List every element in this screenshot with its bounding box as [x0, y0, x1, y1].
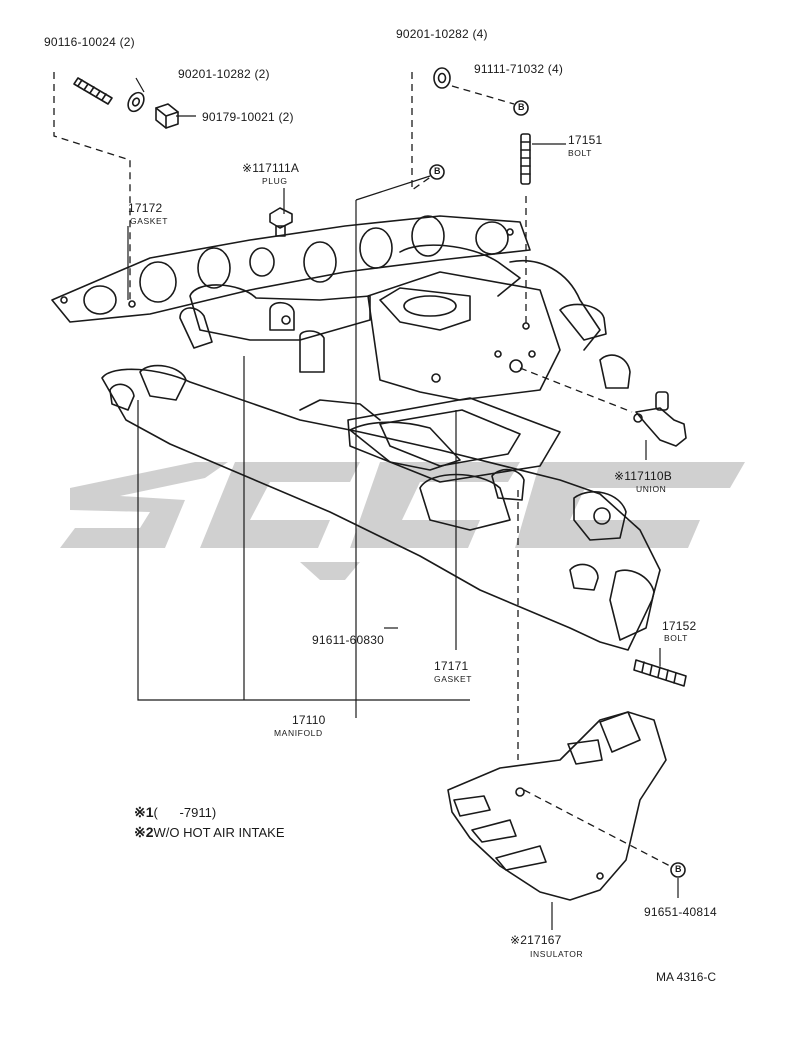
union-part-name: UNION [636, 484, 667, 494]
bolt-top-part-number: 17151 [568, 133, 603, 147]
bolt-top-part-name: BOLT [568, 148, 592, 158]
manifold-part-name: MANIFOLD [274, 728, 323, 738]
washer-top-b-part-number: 91111-71032 (4) [474, 62, 564, 76]
nut-left-part-number: 90179-10021 (2) [202, 110, 294, 124]
plug-part-number: ※117111A [242, 161, 300, 175]
drawing-reference: MA 4316-C [656, 970, 717, 984]
footnote-1-mark: ※1 [134, 804, 154, 820]
hex-nut-icon [155, 103, 179, 129]
explode-lines [53, 72, 671, 867]
callout-b-label: B [518, 102, 526, 112]
footnote-2-text: W/O HOT AIR INTAKE [153, 825, 285, 840]
carb-gasket-part-number: 17171 [434, 659, 469, 673]
insulator-bolt-part-number: 91651-40814 [644, 905, 717, 919]
washer-top-part-number: 90201-10282 (4) [396, 27, 488, 41]
carb-gasket-part-name: GASKET [434, 674, 473, 684]
exhaust-gasket-part-name: GASKET [130, 216, 169, 226]
washer-icon [127, 91, 145, 113]
stud-left-part-number: 90116-10024 (2) [44, 35, 135, 49]
insulator-part-number: ※217167 [510, 933, 562, 947]
watermark-logo [60, 462, 745, 580]
leader-lines [127, 77, 679, 930]
union-fitting-icon [633, 391, 687, 447]
exhaust-gasket-icon [51, 215, 531, 323]
stud-icon [73, 77, 113, 105]
exhaust-gasket-part-number: 17172 [128, 201, 163, 215]
union-part-number: ※117110B [614, 469, 672, 483]
plug-icon [269, 207, 293, 237]
footnote-2-mark: ※2 [134, 824, 154, 840]
callout-b-label: B [434, 166, 442, 176]
washer-left-part-number: 90201-10282 (2) [178, 67, 270, 81]
bolt-icon [633, 659, 687, 687]
footnote-1-text: ( -7911) [153, 805, 217, 820]
callout-b-label: B [675, 864, 683, 874]
heat-insulator-icon [447, 711, 667, 901]
washer-icon [433, 67, 451, 89]
footnote-2: ※2W/O HOT AIR INTAKE [134, 824, 285, 841]
bolt-icon [520, 133, 531, 185]
plug-part-name: PLUG [262, 176, 288, 186]
insulator-part-name: INSULATOR [530, 949, 584, 959]
callout-b-icon [429, 100, 686, 878]
lower-bolt-part-number: 91611-60830 [312, 633, 385, 647]
intake-manifold-icon [179, 244, 631, 401]
footnote-1: ※1( -7911) [134, 804, 216, 821]
exhaust-manifold-icon [101, 364, 661, 651]
bolt-right-part-number: 17152 [662, 619, 697, 633]
bolt-right-part-name: BOLT [664, 633, 688, 643]
manifold-part-number: 17110 [292, 713, 326, 727]
carburetor-gasket-icon [347, 397, 561, 483]
